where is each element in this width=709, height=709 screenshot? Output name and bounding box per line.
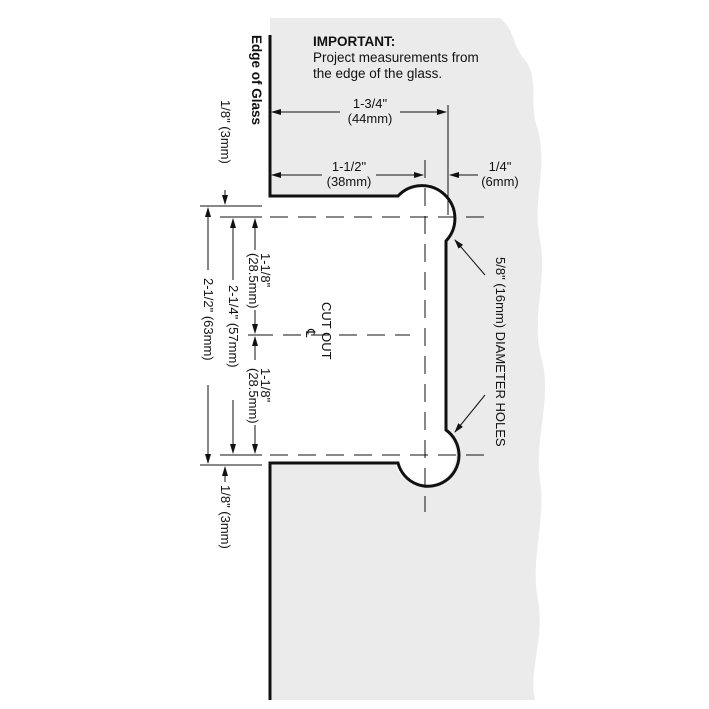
edge-of-glass-label: Edge of Glass <box>249 35 264 125</box>
dim-top-overall-in: 1-3/4" <box>353 96 388 111</box>
dim-upper-half-mm: (28.5mm) <box>246 253 261 309</box>
note-line-2: the edge of the glass. <box>313 66 442 81</box>
dim-top-hole-in: 1-1/2" <box>332 159 367 174</box>
holes-label: 5/8" (16mm) DIAMETER HOLES <box>493 257 508 447</box>
centerline-symbol: ℄ <box>303 328 318 338</box>
cutout-region <box>200 184 456 486</box>
dim-top-hole-mm: (38mm) <box>327 174 372 189</box>
dim-cutout-height: 2-1/2" (63mm) <box>201 278 216 361</box>
centerlines <box>255 160 490 512</box>
dim-lower-half-in: 1-1/8" <box>258 368 273 403</box>
dim-lower-half-mm: (28.5mm) <box>246 368 261 424</box>
dim-bottom-gap: 1/8" (3mm) <box>218 485 233 549</box>
dim-top-overall-mm: (44mm) <box>348 111 393 126</box>
dim-upper-half-in: 1-1/8" <box>258 253 273 288</box>
dim-hole-span: 2-1/4" (57mm) <box>226 285 241 368</box>
cutout-label: CUT OUT <box>319 302 334 360</box>
dim-top-gap: 1/8" (3mm) <box>218 100 233 164</box>
glass-edge-outline <box>268 35 461 700</box>
dim-hole-offset-mm: (6mm) <box>481 174 519 189</box>
note-line-1: Project measurements from <box>313 50 479 65</box>
dimension-lines <box>200 105 486 482</box>
dim-hole-offset-in: 1/4" <box>489 159 512 174</box>
note-title: IMPORTANT: <box>313 34 395 49</box>
